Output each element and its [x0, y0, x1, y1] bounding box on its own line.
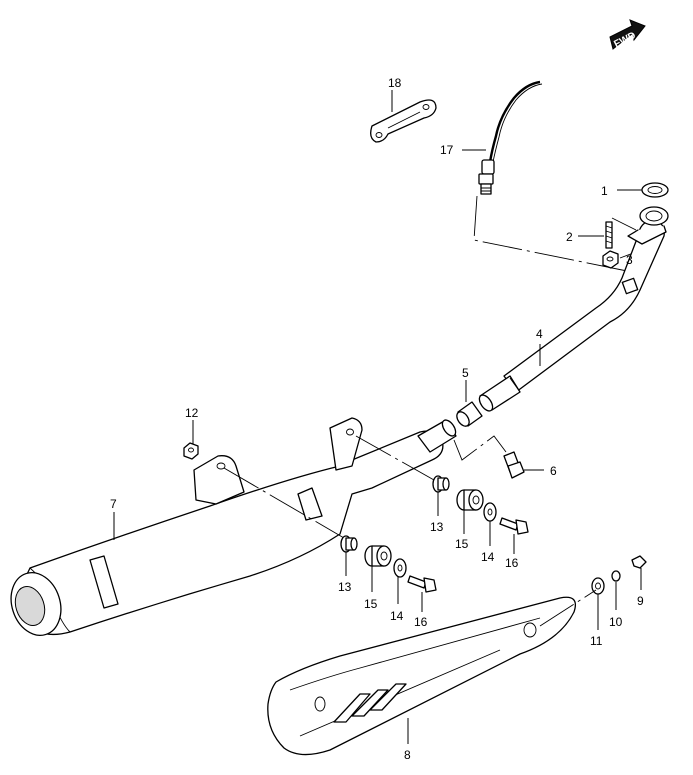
callout-16-upper: 16 — [505, 556, 519, 570]
sensor-location-line — [473, 195, 633, 273]
callout-13-lower: 13 — [338, 580, 352, 594]
part-10-collar — [611, 570, 621, 582]
callout-11: 11 — [590, 634, 603, 648]
protector-mount-line — [539, 589, 597, 627]
part-16-bolt-lower — [407, 575, 437, 593]
part-14-washer-upper — [483, 502, 497, 522]
part-16-bolt-upper — [499, 517, 529, 535]
part-3-nut — [602, 250, 619, 269]
callout-15-upper: 15 — [455, 537, 469, 551]
part-15-cushion-lower — [364, 545, 392, 567]
upper-mount-line — [355, 435, 435, 481]
part-17-oxygen-sensor — [478, 80, 543, 195]
callout-4: 4 — [536, 327, 543, 341]
callout-14-lower: 14 — [390, 609, 404, 623]
leader-lines — [113, 90, 642, 744]
callout-12: 12 — [185, 406, 199, 420]
callout-3: 3 — [626, 253, 633, 267]
part-6-clamp-bolt — [503, 451, 525, 479]
stud-location-line — [611, 217, 637, 231]
callout-13-upper: 13 — [430, 520, 444, 534]
part-13-collar-lower — [340, 535, 358, 553]
clamp-location-line — [453, 435, 507, 461]
callout-6: 6 — [550, 464, 557, 478]
part-15-cushion-upper — [456, 489, 484, 511]
callout-7: 7 — [110, 497, 117, 511]
callout-labels: 18 17 1 2 3 4 5 6 12 7 13 15 14 16 13 15… — [110, 76, 644, 762]
part-5-pipe-gasket — [456, 401, 483, 427]
callout-9: 9 — [637, 594, 644, 608]
callout-15-lower: 15 — [364, 597, 378, 611]
part-12-nut — [183, 442, 199, 460]
fwd-badge-label: FWD — [612, 30, 637, 50]
part-9-screw — [631, 555, 647, 569]
callout-14-upper: 14 — [481, 550, 495, 564]
callout-10: 10 — [609, 615, 623, 629]
callout-18: 18 — [388, 76, 402, 90]
lower-mount-hardware — [340, 535, 437, 593]
part-13-collar-upper — [432, 475, 450, 493]
part-14-washer-lower — [393, 558, 407, 578]
lower-mount-line — [223, 467, 345, 539]
part-2-stud-bolt — [605, 221, 613, 249]
part-18-bracket — [370, 99, 437, 143]
upper-mount-hardware — [432, 475, 529, 535]
callout-2: 2 — [566, 230, 573, 244]
part-4-exhaust-pipe — [478, 206, 669, 412]
part-7-muffler — [10, 417, 457, 636]
callout-17: 17 — [440, 143, 454, 157]
callout-8: 8 — [404, 748, 411, 762]
callout-5: 5 — [462, 366, 469, 380]
part-8-heat-protector — [267, 596, 577, 756]
fwd-arrow-icon: FWD — [609, 19, 646, 50]
part-1-gasket — [641, 182, 669, 198]
callout-1: 1 — [601, 184, 608, 198]
callout-16-lower: 16 — [414, 615, 428, 629]
